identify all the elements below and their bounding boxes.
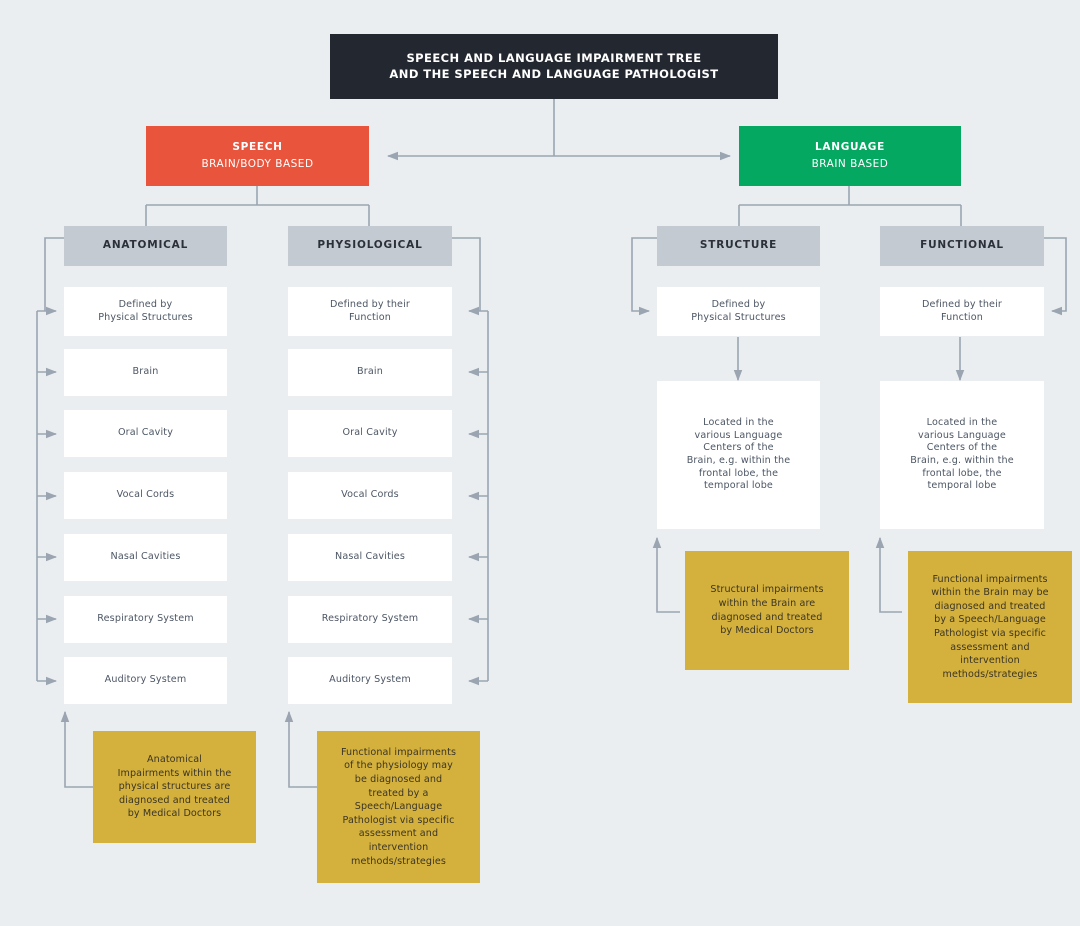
- note-structure[interactable]: Structural impairments within the Brain …: [685, 551, 849, 670]
- wire-anatomical-hook: [44, 237, 64, 311]
- branch-language[interactable]: LANGUAGE BRAIN BASED: [739, 126, 961, 186]
- item-anatomical-nasal-cavities[interactable]: Nasal Cavities: [64, 534, 227, 581]
- item-physiological-auditory-system[interactable]: Auditory System: [288, 657, 452, 704]
- column-header-physiological[interactable]: PHYSIOLOGICAL: [288, 226, 452, 266]
- wire-functional-note-up: [875, 536, 902, 613]
- wire-structure-hook: [631, 237, 657, 316]
- item-anatomical-vocal-cords[interactable]: Vocal Cords: [64, 472, 227, 519]
- item-anatomical-auditory-system[interactable]: Auditory System: [64, 657, 227, 704]
- item-structure-located-in[interactable]: Located in the various Language Centers …: [657, 381, 820, 529]
- title-line-2: AND THE SPEECH AND LANGUAGE PATHOLOGIST: [389, 66, 719, 81]
- wire-functional-hook: [1044, 237, 1067, 316]
- diagram-title: SPEECH AND LANGUAGE IMPAIRMENT TREE AND …: [330, 34, 778, 99]
- column-header-anatomical[interactable]: ANATOMICAL: [64, 226, 227, 266]
- branch-speech-subheading: BRAIN/BODY BASED: [201, 157, 314, 170]
- branch-speech[interactable]: SPEECH BRAIN/BODY BASED: [146, 126, 369, 186]
- item-physiological-respiratory-system[interactable]: Respiratory System: [288, 596, 452, 643]
- branch-language-heading: LANGUAGE: [815, 140, 885, 153]
- item-anatomical-brain[interactable]: Brain: [64, 349, 227, 396]
- branch-language-subheading: BRAIN BASED: [811, 157, 889, 170]
- note-anatomical[interactable]: Anatomical Impairments within the physic…: [93, 731, 256, 843]
- item-functional-located-in[interactable]: Located in the various Language Centers …: [880, 381, 1044, 529]
- wire-physio-hook: [452, 237, 481, 311]
- item-structure-defined-by[interactable]: Defined by Physical Structures: [657, 287, 820, 336]
- item-anatomical-defined-by[interactable]: Defined by Physical Structures: [64, 287, 227, 336]
- column-header-structure[interactable]: STRUCTURE: [657, 226, 820, 266]
- item-physiological-defined-by[interactable]: Defined by their Function: [288, 287, 452, 336]
- note-physiological[interactable]: Functional impairments of the physiology…: [317, 731, 480, 883]
- title-line-1: SPEECH AND LANGUAGE IMPAIRMENT TREE: [406, 51, 702, 66]
- item-anatomical-respiratory-system[interactable]: Respiratory System: [64, 596, 227, 643]
- wire-structure-note-up: [652, 536, 680, 613]
- note-functional[interactable]: Functional impairments within the Brain …: [908, 551, 1072, 703]
- branch-speech-heading: SPEECH: [232, 140, 283, 153]
- item-physiological-nasal-cavities[interactable]: Nasal Cavities: [288, 534, 452, 581]
- item-physiological-oral-cavity[interactable]: Oral Cavity: [288, 410, 452, 457]
- item-physiological-vocal-cords[interactable]: Vocal Cords: [288, 472, 452, 519]
- item-physiological-brain[interactable]: Brain: [288, 349, 452, 396]
- item-functional-defined-by[interactable]: Defined by their Function: [880, 287, 1044, 336]
- column-header-functional[interactable]: FUNCTIONAL: [880, 226, 1044, 266]
- item-anatomical-oral-cavity[interactable]: Oral Cavity: [64, 410, 227, 457]
